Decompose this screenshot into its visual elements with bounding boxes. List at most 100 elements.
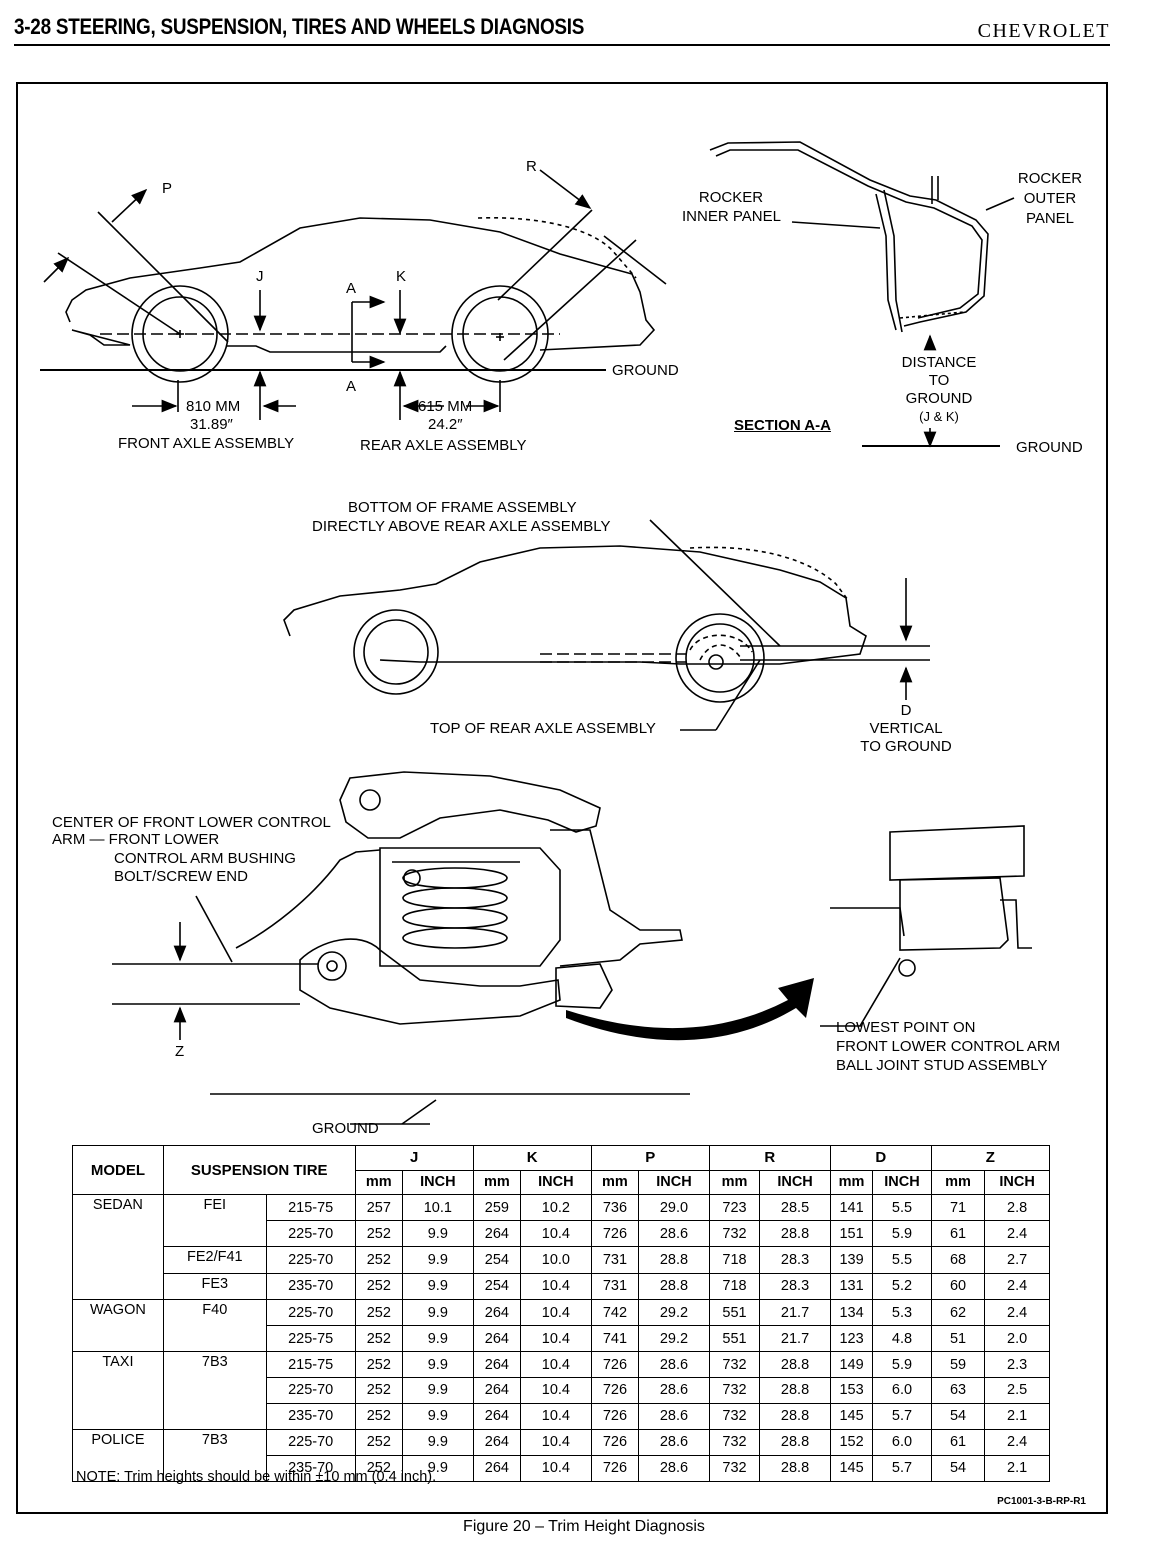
value-cell: 54	[930, 1454, 986, 1482]
front-axle-mm: 810 mm	[186, 398, 241, 415]
tire-cell: 225-70	[265, 1220, 356, 1247]
figure-frame	[16, 82, 1108, 1514]
value-cell: 9.9	[402, 1428, 474, 1456]
label-a-bottom: A	[346, 378, 357, 395]
model-cell	[72, 1220, 164, 1247]
value-cell: 732	[708, 1428, 761, 1456]
unit-mm-header: mm	[590, 1169, 640, 1195]
value-cell: 9.9	[402, 1325, 474, 1352]
value-cell: 264	[472, 1377, 522, 1404]
value-cell: 51	[930, 1325, 986, 1352]
group-k-header: K	[472, 1145, 592, 1171]
value-cell: 28.6	[638, 1220, 710, 1247]
rocker-outer-label-2: OUTER	[1023, 190, 1077, 207]
figure-code: PC1001-3-B-RP-R1	[997, 1496, 1086, 1507]
suspension-cell	[162, 1220, 267, 1247]
tire-cell: 215-75	[265, 1351, 356, 1378]
value-cell: 10.4	[520, 1220, 592, 1247]
value-cell: 726	[590, 1454, 640, 1482]
center-label-1: CENTER OF FRONT LOWER CONTROL	[52, 814, 331, 831]
model-cell: POLICE	[72, 1428, 164, 1455]
section-a-a-rocker	[709, 141, 1015, 448]
suspension-cell	[162, 1455, 267, 1482]
value-cell: 9.9	[402, 1220, 474, 1247]
magnify-arrow	[566, 978, 814, 1041]
suspension-cell: FE2/F41	[162, 1246, 267, 1274]
value-cell: 29.0	[638, 1194, 710, 1221]
value-cell: 68	[930, 1246, 986, 1274]
suspension-cell	[162, 1325, 267, 1352]
label-p: P	[162, 180, 173, 197]
value-cell: 742	[590, 1299, 640, 1326]
unit-inch-header: INCH	[872, 1169, 932, 1195]
value-cell: 28.8	[759, 1428, 831, 1456]
section-a-a-title: SECTION A-A	[734, 417, 831, 434]
lowest-label-1: LOWEST POINT ON	[836, 1019, 976, 1036]
value-cell: 732	[708, 1454, 761, 1482]
d-label-2: VERTICAL	[869, 720, 943, 737]
value-cell: 10.4	[520, 1454, 592, 1482]
lowest-label-3: BALL JOINT STUD ASSEMBLY	[836, 1057, 1048, 1074]
value-cell: 736	[590, 1194, 640, 1221]
label-j: J	[256, 268, 264, 285]
value-cell: 9.9	[402, 1351, 474, 1378]
value-cell: 2.3	[984, 1351, 1050, 1378]
value-cell: 731	[590, 1272, 640, 1300]
table-header-row-1: MODEL SUSPENSION TIRE J K P R D Z	[72, 1145, 1051, 1195]
value-cell: 732	[708, 1351, 761, 1378]
value-cell: 134	[829, 1299, 874, 1326]
value-cell: 10.4	[520, 1272, 592, 1300]
value-cell: 6.0	[872, 1428, 932, 1456]
value-cell: 252	[354, 1428, 404, 1456]
value-cell: 9.9	[402, 1454, 474, 1482]
model-cell: WAGON	[72, 1299, 164, 1326]
value-cell: 10.4	[520, 1377, 592, 1404]
value-cell: 28.3	[759, 1246, 831, 1274]
tire-cell: 225-70	[265, 1246, 356, 1274]
value-cell: 151	[829, 1220, 874, 1247]
group-z-header: Z	[930, 1145, 1051, 1171]
unit-inch-header: INCH	[638, 1169, 710, 1195]
distance-label-4: (J & K)	[919, 409, 959, 424]
header-rule	[14, 44, 1110, 46]
value-cell: 62	[930, 1299, 986, 1326]
unit-mm-header: mm	[829, 1169, 874, 1195]
value-cell: 152	[829, 1428, 874, 1456]
model-cell	[72, 1455, 164, 1482]
value-cell: 9.9	[402, 1402, 474, 1430]
value-cell: 2.8	[984, 1194, 1050, 1221]
group-p-header: P	[590, 1145, 710, 1171]
value-cell: 10.4	[520, 1428, 592, 1456]
figure-caption: Figure 20 – Trim Height Diagnosis	[463, 1518, 705, 1535]
value-cell: 252	[354, 1351, 404, 1378]
value-cell: 60	[930, 1272, 986, 1300]
value-cell: 9.9	[402, 1299, 474, 1326]
value-cell: 28.8	[638, 1272, 710, 1300]
suspension-cell: FEI	[162, 1194, 267, 1221]
group-j-header: J	[354, 1145, 474, 1171]
value-cell: 731	[590, 1246, 640, 1274]
distance-label-1: DISTANCE	[901, 354, 977, 371]
value-cell: 10.4	[520, 1299, 592, 1326]
value-cell: 10.4	[520, 1325, 592, 1352]
value-cell: 28.8	[759, 1377, 831, 1404]
tire-cell: 225-70	[265, 1428, 356, 1456]
value-cell: 10.0	[520, 1246, 592, 1274]
value-cell: 63	[930, 1377, 986, 1404]
value-cell: 264	[472, 1402, 522, 1430]
center-label-3: CONTROL ARM BUSHING	[114, 850, 296, 867]
value-cell: 254	[472, 1272, 522, 1300]
brand-name: CHEVROLET	[977, 20, 1110, 42]
model-cell	[72, 1246, 164, 1273]
label-z: Z	[175, 1043, 185, 1060]
value-cell: 252	[354, 1402, 404, 1430]
unit-inch-header: INCH	[759, 1169, 831, 1195]
